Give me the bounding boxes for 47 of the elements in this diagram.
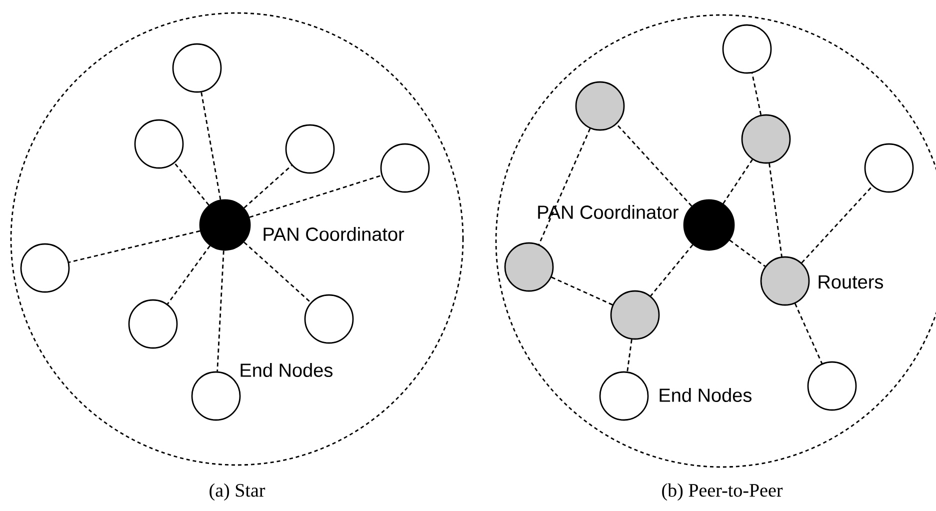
coordinator-node (683, 199, 735, 251)
node-label: PAN Coordinator (264, 227, 404, 241)
end-node (380, 143, 430, 193)
connection-line (244, 164, 292, 208)
connection-line (68, 230, 200, 263)
connection-line (200, 92, 222, 200)
end-node (599, 371, 649, 421)
end-node (128, 299, 178, 349)
network-boundary (495, 14, 936, 468)
connection-line (216, 250, 224, 372)
connection-line (166, 245, 210, 304)
end-node (722, 24, 772, 74)
router-node (741, 114, 791, 164)
connection-line (626, 339, 632, 372)
node-label: End Nodes (660, 388, 752, 402)
connection-line (794, 303, 823, 364)
connection-line (650, 244, 694, 296)
end-node (304, 294, 354, 344)
router-node (504, 242, 554, 292)
end-node (172, 43, 222, 93)
connection-line (722, 159, 753, 204)
connection-line (751, 73, 762, 115)
router-node (610, 290, 660, 340)
connection-line (174, 162, 210, 206)
router-node (760, 256, 810, 306)
connection-line (551, 276, 613, 306)
node-label: End Nodes (240, 363, 332, 377)
connection-line (729, 240, 766, 267)
connection-line (768, 163, 782, 257)
end-node (864, 143, 914, 193)
connection-line (616, 124, 692, 207)
end-node (134, 119, 184, 169)
node-label: Routers (818, 275, 884, 289)
connection-line (244, 242, 312, 303)
end-node (807, 361, 857, 411)
network-boundary (10, 12, 464, 466)
end-node (191, 371, 241, 421)
coordinator-node (199, 199, 251, 251)
end-node (285, 124, 335, 174)
connection-line (538, 128, 591, 245)
panel-caption: (a) Star (210, 483, 266, 501)
connection-line (801, 186, 873, 264)
end-node (20, 243, 70, 293)
router-node (575, 81, 625, 131)
connection-line (249, 174, 382, 218)
node-label: PAN Coordinator (538, 205, 678, 219)
panel-caption: (b) Peer-to-Peer (662, 483, 783, 501)
